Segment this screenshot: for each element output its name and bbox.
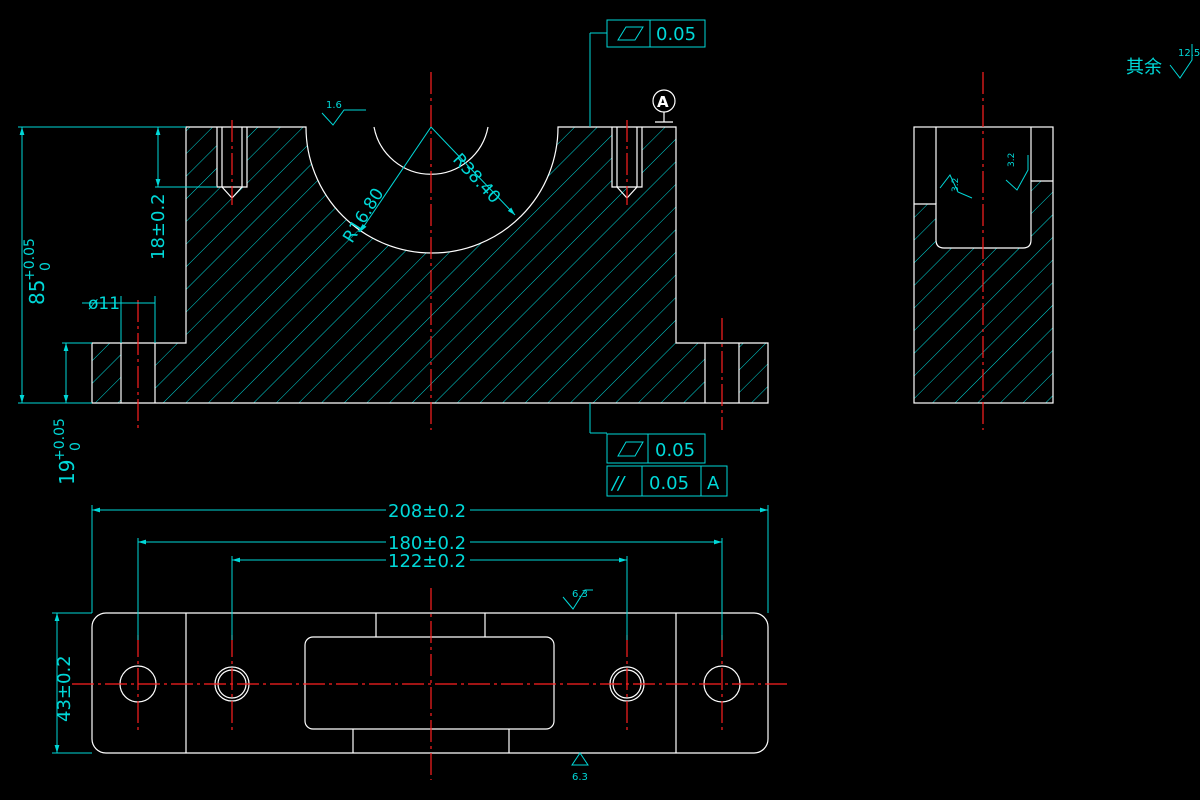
- general-roughness-label: 其余: [1126, 57, 1162, 78]
- roughness-top-text: 1.6: [326, 100, 342, 111]
- plan-slot: [304, 636, 555, 730]
- top-flatness-symbol-icon: [617, 26, 644, 41]
- roughness-side-left-text: 3.2: [951, 178, 961, 192]
- parallel-datum: A: [707, 473, 720, 494]
- dim-18-text: 18±0.2: [148, 193, 169, 260]
- bottom-flatness-frame: [606, 433, 706, 464]
- dim-19-text: 19: [55, 460, 79, 485]
- dim-hole-dia-text: ø11: [88, 294, 120, 314]
- dim-180-text: 180±0.2: [388, 533, 466, 554]
- top-flatness-value: 0.05: [656, 24, 696, 45]
- front-view-section-hatch: [92, 127, 768, 403]
- roughness-plan-bottom-text: 6.3: [572, 772, 588, 783]
- plan-view-outline: [91, 612, 769, 754]
- bottom-flatness-value: 0.05: [655, 440, 695, 461]
- top-flatness-frame: [606, 19, 706, 48]
- parallel-symbol-icon: //: [610, 473, 626, 494]
- dim-43-text: 43±0.2: [54, 655, 75, 722]
- bottom-flatness-symbol-icon: [617, 441, 644, 457]
- dim-19-tol-lower: 0: [68, 442, 84, 451]
- large-bore-cutout: [307, 127, 557, 252]
- front-view-outline: [91, 126, 769, 404]
- dim-85-text: 85: [25, 280, 49, 305]
- general-roughness-note: 其余 12.5: [1126, 44, 1200, 79]
- dim-85-tol-lower: 0: [38, 262, 54, 271]
- plan-view-dimensions: 208±0.2 180±0.2 122±0.2 43±0.2 6.3 6.3: [52, 500, 769, 783]
- roughness-side-right-text: 3.2: [1007, 153, 1017, 167]
- general-roughness-value: 12.5: [1178, 48, 1200, 59]
- datum-a-label: A: [657, 93, 669, 111]
- front-view: [91, 72, 769, 430]
- parallel-frame: [606, 465, 728, 497]
- dim-85-tol-upper: +0.05: [22, 238, 38, 281]
- dim-122-text: 122±0.2: [388, 551, 466, 572]
- roughness-plan-top-text: 6.3: [572, 589, 588, 600]
- dim-19-tol-upper: +0.05: [52, 418, 68, 461]
- dim-208-text: 208±0.2: [388, 501, 466, 522]
- plan-view: [72, 588, 790, 780]
- parallel-value: 0.05: [649, 473, 689, 494]
- side-view: 3.2 3.2: [913, 72, 1054, 430]
